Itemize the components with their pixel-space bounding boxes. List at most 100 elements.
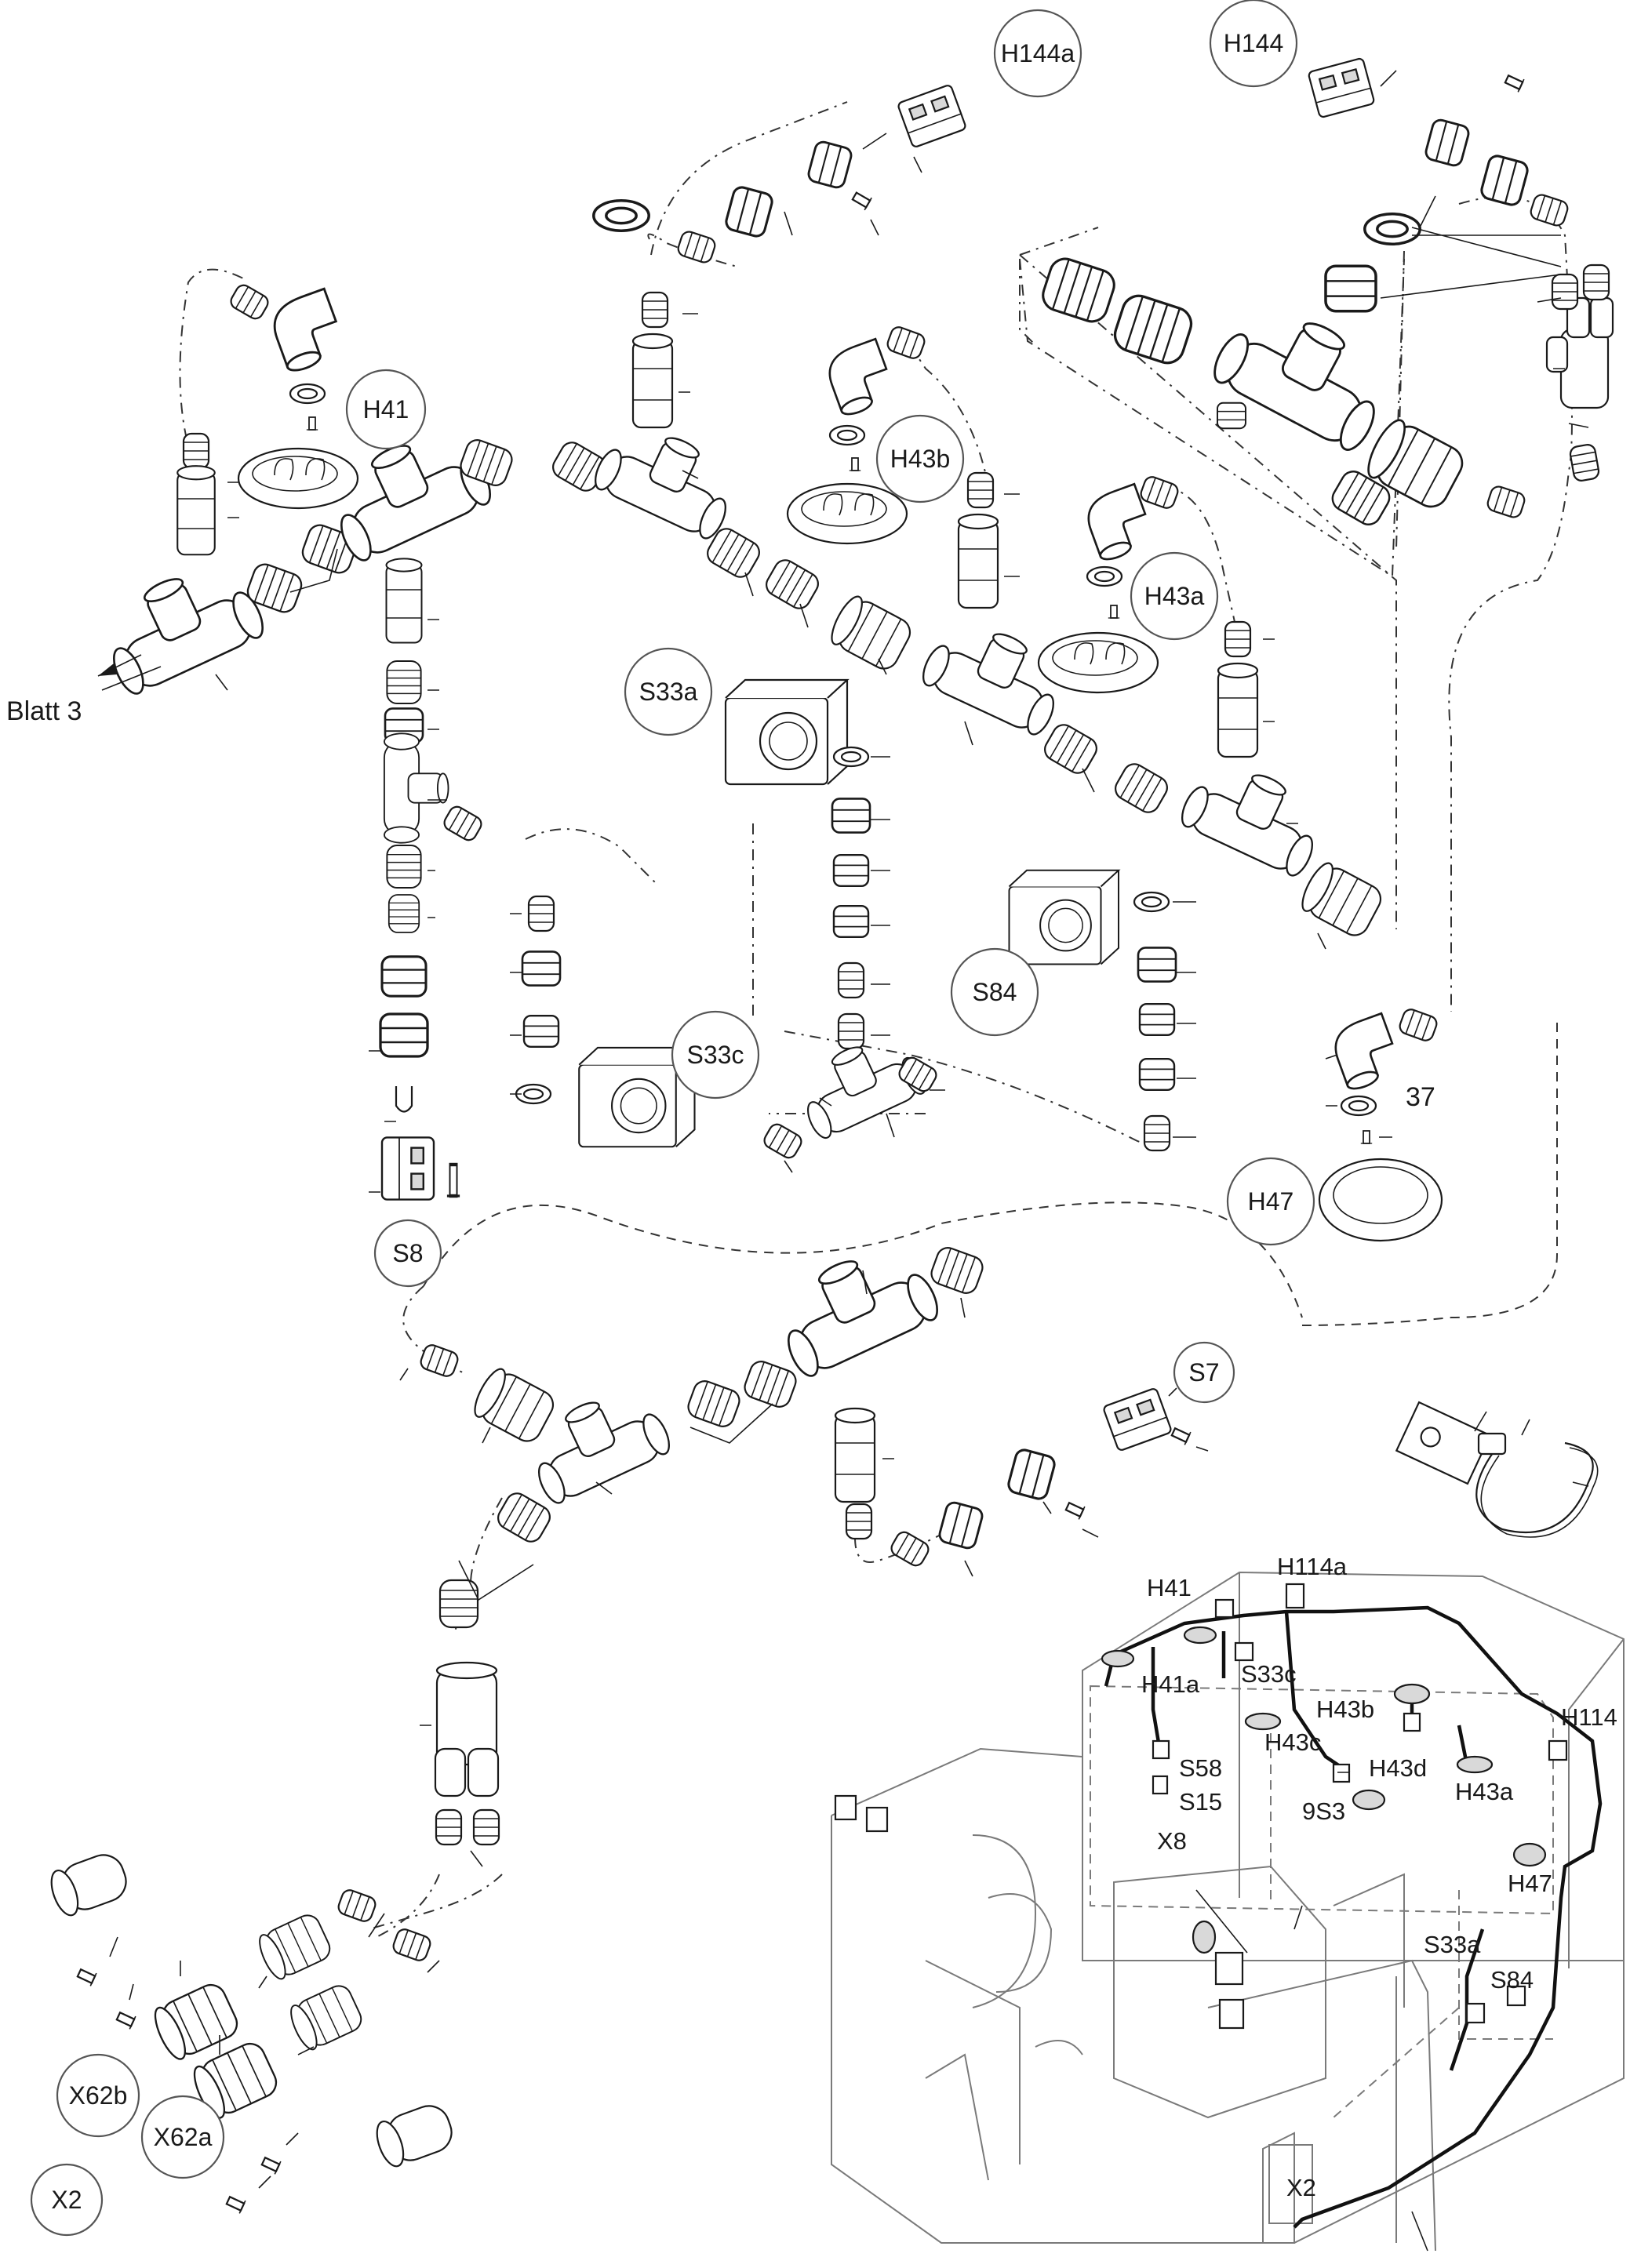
callout-h144a: H144a	[993, 9, 1082, 98]
corrugated-tube-part	[927, 1244, 987, 1297]
svg-text:H43a: H43a	[1144, 582, 1205, 610]
part-number-37: 37	[1406, 1082, 1435, 1112]
leader-line	[1173, 901, 1196, 1138]
nut-part	[1138, 1002, 1176, 1037]
lamp-housing	[1037, 631, 1159, 694]
mounting-clip	[1395, 1401, 1492, 1485]
corrugated-tube-part	[435, 1808, 463, 1846]
cap-part	[376, 2105, 453, 2168]
svg-text:H144: H144	[1224, 29, 1284, 57]
grommet-part	[1086, 565, 1123, 587]
leader-line	[784, 756, 945, 1173]
svg-text:X62a: X62a	[154, 2123, 213, 2151]
sleeve-part	[834, 1407, 876, 1503]
callout-h47: H47	[1226, 1157, 1315, 1246]
switch-housing	[724, 678, 849, 786]
vehicle-label-s84: S84	[1490, 1966, 1534, 1994]
tee-connector	[589, 412, 748, 543]
corrugated-tube-part	[182, 432, 210, 470]
callout-x2: X2	[30, 2163, 104, 2237]
nut-part	[832, 853, 870, 888]
vehicle-label-h43a: H43a	[1455, 1778, 1514, 1805]
sleeve-part	[1217, 402, 1246, 430]
corrugated-tube-part	[1528, 191, 1570, 229]
connector-body	[253, 1910, 335, 1983]
routing-line	[1301, 1020, 1558, 1326]
vehicle-label-h43c: H43c	[1264, 1728, 1321, 1756]
gland-part	[522, 1014, 560, 1049]
corrugated-tube-part	[1224, 620, 1252, 658]
grommet-part	[1363, 213, 1421, 245]
vehicle-label-h41a: H41a	[1141, 1670, 1200, 1698]
routing-line	[1448, 196, 1573, 1012]
callout-s33c: S33c	[671, 1010, 760, 1099]
corrugated-tube-part	[1568, 442, 1601, 483]
vehicle-label-x2: X2	[1286, 2174, 1316, 2201]
corrugated-tube-part	[740, 1358, 800, 1411]
arrow-head	[98, 663, 117, 676]
routing-line	[368, 1874, 503, 1930]
pin-part	[850, 189, 873, 211]
leader-line	[369, 619, 447, 1193]
vehicle-label-s15: S15	[1179, 1788, 1222, 1815]
bracket-outline	[1019, 258, 1405, 578]
lamp-housing	[786, 482, 908, 545]
tee-connector	[1206, 289, 1403, 456]
grommet-part	[289, 383, 326, 405]
pin-part	[1064, 1499, 1086, 1521]
tee-connector	[89, 549, 270, 700]
leader-line	[109, 1913, 440, 2189]
corrugated-tube-part	[837, 961, 865, 999]
connector-body	[285, 1981, 366, 2054]
pin-part	[115, 2008, 136, 2030]
corrugated-tube-part	[675, 228, 718, 266]
callout-h43b: H43b	[875, 414, 965, 503]
corrugated-tube-part	[1109, 290, 1197, 369]
vehicle-label-9s3: 9S3	[1302, 1797, 1345, 1825]
sleeve-part	[1423, 117, 1472, 169]
corrugated-tube-part	[760, 1121, 806, 1161]
corrugated-tube-part	[527, 895, 555, 932]
vehicle-label-s33a: S33a	[1424, 1931, 1481, 1958]
y-branch-connector	[1545, 296, 1614, 409]
routing-line	[179, 268, 244, 440]
routing-line	[909, 344, 989, 487]
x2-box	[1268, 2144, 1313, 2224]
svg-text:S7: S7	[1188, 1358, 1219, 1387]
callout-h43a: H43a	[1130, 551, 1219, 641]
corrugated-tube-part	[884, 324, 928, 362]
y-branch-connector	[434, 1661, 500, 1797]
corrugated-tube-part	[1143, 1114, 1171, 1152]
gland-part	[379, 1012, 429, 1058]
corrugated-tube-part	[1039, 720, 1102, 778]
harness-cable	[1104, 1605, 1603, 2229]
pin-part	[848, 457, 862, 471]
corrugated-tube-part	[1038, 253, 1119, 327]
corrugated-tube-part	[837, 1012, 865, 1050]
leader-line	[420, 1560, 534, 1867]
vehicle-label-h43d: H43d	[1369, 1754, 1427, 1782]
routing-line	[647, 233, 738, 267]
grommet-part	[1340, 1095, 1377, 1117]
pin-part	[447, 1165, 460, 1196]
pin-part	[1170, 1424, 1192, 1446]
switch-connector	[380, 1136, 435, 1201]
vehicle-overview	[831, 1571, 1625, 2252]
pin-part	[1503, 71, 1525, 93]
u-clip	[395, 1086, 413, 1113]
connector-body	[148, 1979, 243, 2064]
vehicle-label-h114: H114	[1561, 1703, 1617, 1731]
corrugated-tube-part	[845, 1503, 873, 1540]
leader-line	[101, 482, 338, 691]
leader-line	[964, 493, 1095, 793]
cable-tie	[1475, 1432, 1599, 1538]
corrugated-tube-part	[1582, 264, 1610, 301]
corrugated-tube-part	[1396, 1006, 1440, 1044]
corrugated-tube-part	[390, 1926, 434, 1964]
svg-text:H47: H47	[1248, 1187, 1294, 1216]
vehicle-component-markers	[834, 1583, 1568, 2030]
sheet-reference: Blatt 3	[6, 696, 82, 726]
cap-part	[50, 1854, 127, 1917]
vehicle-label-x8: X8	[1157, 1827, 1187, 1855]
